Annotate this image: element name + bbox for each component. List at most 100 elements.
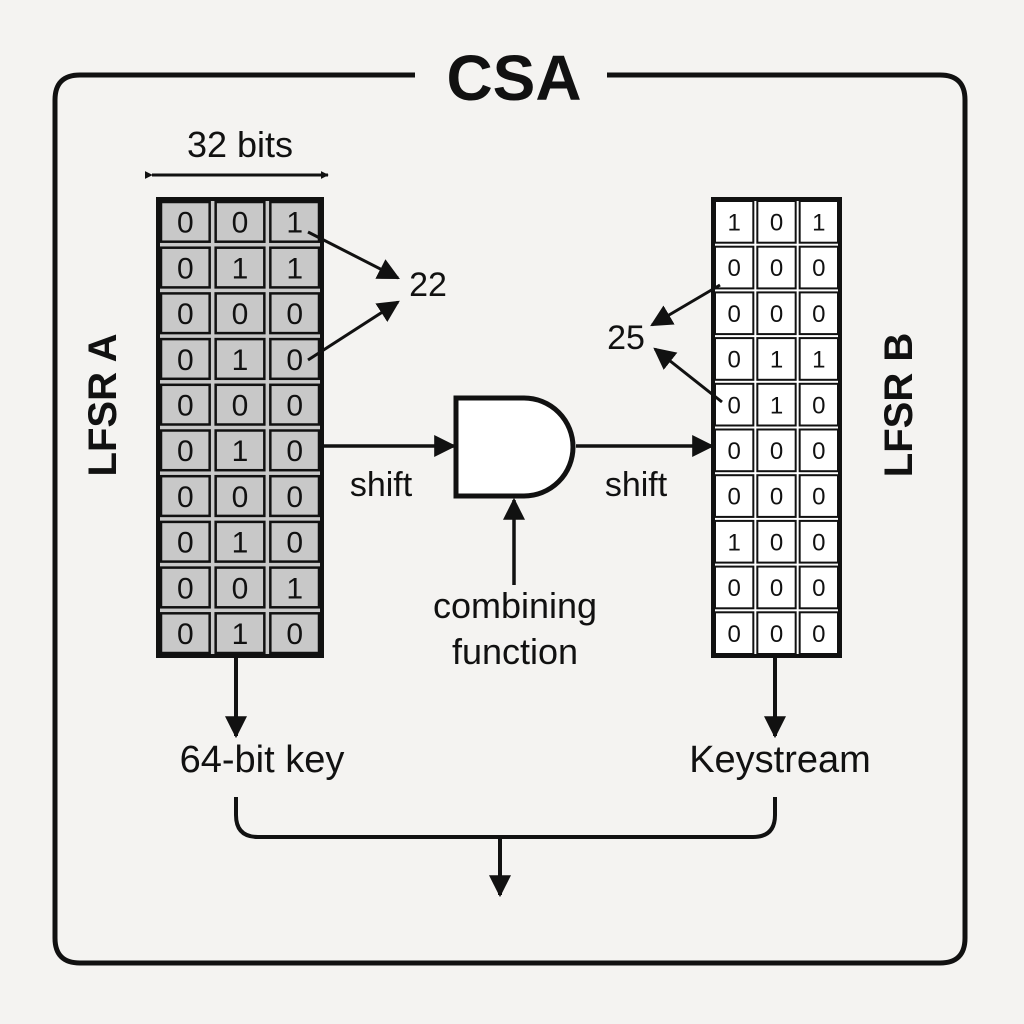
tap-arrow-a-bottom <box>307 300 400 362</box>
bit-value: 0 <box>770 255 783 282</box>
register-cell <box>798 519 840 564</box>
bit-value: 0 <box>727 575 740 602</box>
bit-value: 0 <box>177 527 194 560</box>
register-cell <box>159 292 211 335</box>
bit-value: 0 <box>177 481 194 514</box>
register-cell <box>756 428 797 473</box>
register-cell <box>214 612 266 655</box>
bit-value: 0 <box>286 389 303 422</box>
register-cell <box>214 474 266 518</box>
bit-value: 1 <box>232 344 249 377</box>
register-cell <box>214 246 266 289</box>
register-cell <box>159 474 211 518</box>
register-cell <box>756 200 797 244</box>
register-cell <box>714 200 755 244</box>
tap-arrow-b-bottom <box>653 347 723 404</box>
combiner-label-line1: combining <box>433 585 597 626</box>
bit-value: 1 <box>232 252 249 285</box>
merge-bracket <box>234 797 777 839</box>
register-cell <box>714 245 755 290</box>
bit-value: 0 <box>812 392 825 419</box>
register-cell <box>798 474 840 518</box>
bit-value: 0 <box>727 484 740 511</box>
register-cell <box>159 383 211 426</box>
bit-value: 0 <box>286 298 303 331</box>
bit-value: 0 <box>812 438 825 465</box>
bit-value: 0 <box>177 572 194 605</box>
bit-value: 0 <box>727 347 740 374</box>
register-cell <box>798 611 840 655</box>
register-cell <box>159 429 211 472</box>
register-cell <box>798 245 840 290</box>
bit-value: 0 <box>770 301 783 328</box>
tap-arrow-a-top <box>307 230 400 280</box>
register-cell <box>798 337 840 381</box>
register-cell <box>269 612 321 655</box>
register-cell <box>756 611 797 655</box>
register-cell <box>714 337 755 381</box>
bit-value: 0 <box>232 207 249 240</box>
register-cell <box>214 200 266 243</box>
register-cell <box>798 428 840 473</box>
register-cell <box>714 565 755 610</box>
tap-arrow-b-top <box>650 283 721 327</box>
bit-value: 0 <box>770 209 783 236</box>
register-cell <box>269 246 321 289</box>
bit-value: 0 <box>232 298 249 331</box>
register-cell <box>214 566 266 609</box>
register-cell <box>756 245 797 290</box>
lfsr-a-label: LFSR A <box>81 334 125 477</box>
register-cell <box>269 383 321 426</box>
register-cell <box>756 519 797 564</box>
register-cell <box>214 337 266 381</box>
bit-value: 1 <box>286 572 303 605</box>
register-cell <box>714 291 755 336</box>
width-label: 32 bits <box>187 124 293 165</box>
bit-value: 0 <box>177 252 194 285</box>
register-cell <box>159 612 211 655</box>
bit-value: 1 <box>812 347 825 374</box>
bit-value: 0 <box>770 529 783 556</box>
bit-value: 0 <box>727 255 740 282</box>
bit-value: 0 <box>727 392 740 419</box>
lfsr-b-label: LFSR B <box>877 333 921 477</box>
register-cell <box>756 382 797 427</box>
bit-value: 0 <box>727 438 740 465</box>
register-cell <box>714 428 755 473</box>
register-cell <box>269 566 321 609</box>
bit-value: 0 <box>727 621 740 648</box>
bit-value: 0 <box>177 344 194 377</box>
register-cell <box>756 565 797 610</box>
bit-value: 1 <box>286 252 303 285</box>
bit-value: 0 <box>770 438 783 465</box>
bit-value: 0 <box>177 389 194 422</box>
register-cell <box>798 382 840 427</box>
bit-value: 1 <box>727 209 740 236</box>
register-cell <box>756 474 797 518</box>
bit-value: 1 <box>286 207 303 240</box>
register-cell <box>756 291 797 336</box>
register-cell <box>714 474 755 518</box>
bit-value: 0 <box>286 481 303 514</box>
register-cell <box>214 292 266 335</box>
bit-value: 0 <box>232 389 249 422</box>
bit-value: 1 <box>232 527 249 560</box>
lfsr-b-tap-label: 25 <box>607 319 645 357</box>
register-cell <box>798 200 840 244</box>
register-cell <box>269 520 321 563</box>
bit-value: 0 <box>727 301 740 328</box>
bit-value: 0 <box>770 621 783 648</box>
bit-value: 0 <box>812 301 825 328</box>
bit-value: 0 <box>812 621 825 648</box>
register-cell <box>159 200 211 243</box>
register-cell <box>714 382 755 427</box>
register-cell <box>159 520 211 563</box>
register-cell <box>756 337 797 381</box>
register-cell <box>714 611 755 655</box>
bit-value: 0 <box>177 207 194 240</box>
bit-value: 0 <box>177 298 194 331</box>
bit-value: 0 <box>812 484 825 511</box>
